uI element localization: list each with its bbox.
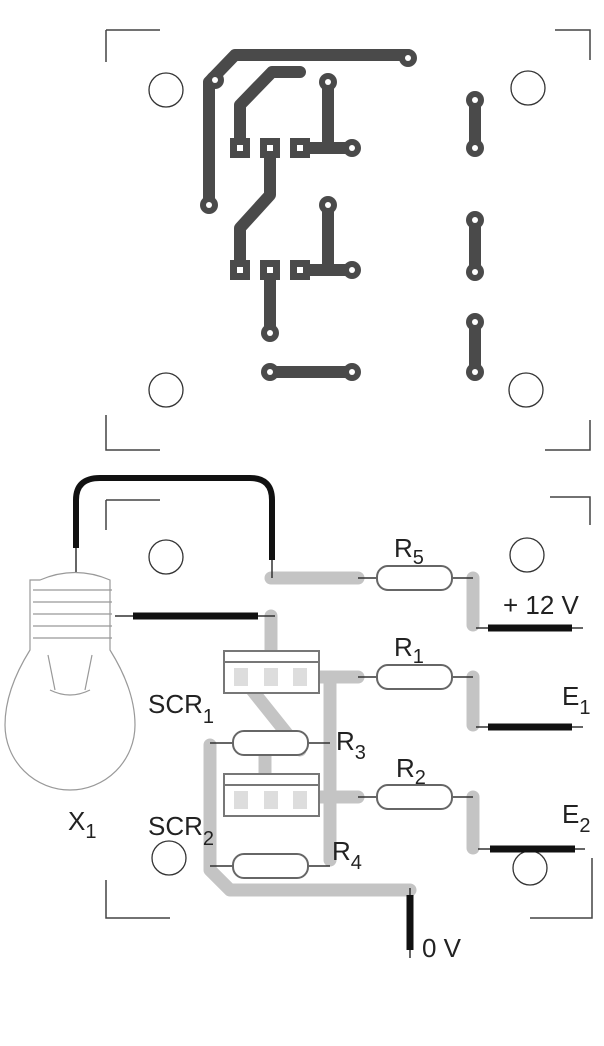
label-e2: E2 (562, 799, 590, 837)
label-r1: R1 (394, 632, 424, 668)
board-outline-bottom (105, 496, 593, 919)
copper-traces (203, 49, 481, 378)
label-r3: R3 (336, 726, 366, 764)
label-r5: R5 (394, 533, 424, 569)
resistor-r5 (376, 565, 453, 591)
mounting-holes-top (148, 70, 546, 408)
label-r2: R2 (396, 753, 426, 789)
copper-pads (200, 49, 484, 381)
label-scr1: SCR1 (148, 689, 214, 728)
mounting-holes-bottom (148, 537, 548, 886)
component-layout (4, 475, 593, 958)
resistor-r4 (232, 853, 309, 879)
label-supply: + 12 V (503, 590, 580, 620)
copper-layout (105, 29, 591, 451)
resistors (210, 565, 473, 879)
scr2-package (223, 773, 320, 817)
resistor-r3 (232, 730, 309, 756)
board-outline-top (105, 29, 591, 451)
label-r4: R4 (332, 836, 362, 874)
lamp-wire (73, 475, 275, 560)
lamp-bulb-icon (4, 571, 136, 791)
resistor-r2 (376, 784, 453, 810)
scr1-package (223, 650, 320, 694)
resistor-r1 (376, 664, 453, 690)
label-scr2: SCR2 (148, 811, 214, 850)
component-labels: R5 + 12 V R1 E1 SCR1 R3 R2 E2 X1 SCR2 R4… (68, 533, 590, 963)
label-e1: E1 (562, 681, 590, 719)
label-x1: X1 (68, 806, 96, 843)
silk-traces (203, 571, 480, 897)
label-ground: 0 V (422, 933, 462, 963)
